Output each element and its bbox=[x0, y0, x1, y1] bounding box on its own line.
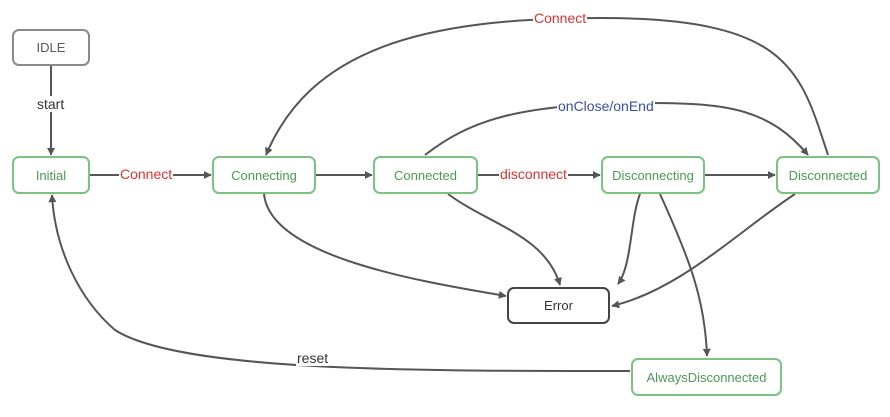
edge-disconnected-to-error bbox=[611, 193, 796, 309]
node-connected: Connected bbox=[373, 156, 478, 194]
node-disconnecting: Disconnecting bbox=[601, 156, 705, 194]
node-error: Error bbox=[507, 287, 610, 324]
edge-connected-to-error bbox=[447, 193, 562, 286]
edge-always-disconnected-to-initial bbox=[48, 194, 631, 373]
node-connecting: Connecting bbox=[212, 156, 316, 194]
node-disconnected: Disconnected bbox=[776, 156, 880, 194]
node-initial: Initial bbox=[12, 156, 90, 194]
edge-label-on-close: onClose/onEnd bbox=[557, 98, 655, 114]
edge-connecting-to-error bbox=[263, 193, 507, 299]
edge-label-connect-back: Connect bbox=[533, 10, 588, 26]
edge-label-start: start bbox=[36, 96, 66, 112]
edge-disconnecting-to-error bbox=[617, 193, 641, 285]
edge-label-disconnect: disconnect bbox=[499, 166, 568, 182]
edge-disconnecting-to-always-disconnected bbox=[659, 193, 711, 357]
edge-label-connect: Connect bbox=[119, 166, 174, 182]
node-always-disconnected: AlwaysDisconnected bbox=[631, 358, 782, 396]
edge-disconnected-to-connecting bbox=[265, 16, 829, 156]
node-idle: IDLE bbox=[12, 29, 90, 66]
edge-label-reset: reset bbox=[296, 350, 330, 366]
